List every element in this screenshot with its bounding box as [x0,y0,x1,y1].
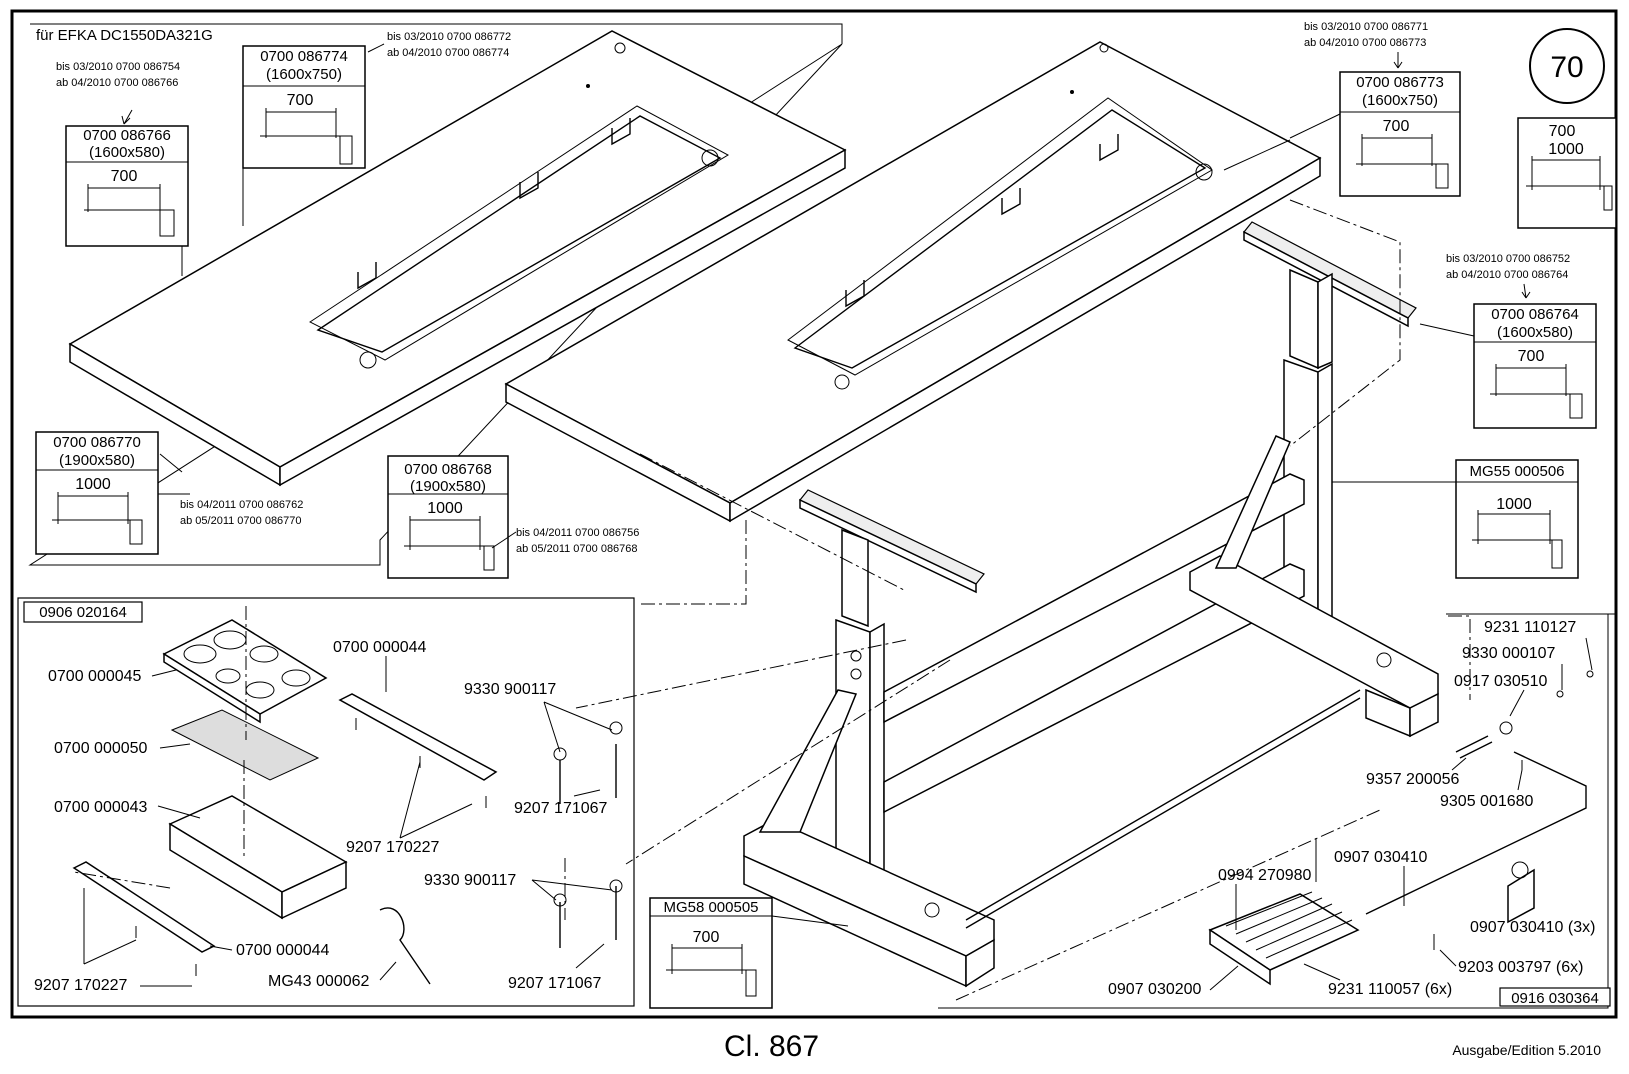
part-label-drawer-1: 0700 000045 [48,668,142,685]
part-box-tabletop-a[interactable]: 0700 086766 (1600x580) 700 [65,125,189,247]
part-box-tabletop-f[interactable]: 0700 086764 (1600x580) 700 [1473,303,1597,429]
group-title-efka: für EFKA DC1550DA321G [36,27,213,44]
table-frame-drawing [743,221,1439,988]
part-number: MG58 000505 [663,899,758,916]
dimension-label: 700 [1383,118,1410,135]
part-label-pedal-7: 0907 030410 [1334,849,1428,866]
part-label-pedal-8: 0907 030410 (3x) [1470,919,1595,936]
note-4-line-1: bis 04/2011 0700 086756 [516,527,639,539]
note-4-line-2: ab 05/2011 0700 086768 [516,543,638,555]
part-label-pedal-11: 9231 110057 (6x) [1328,981,1452,998]
part-label-pedal-3: 0917 030510 [1454,673,1548,690]
part-box-top-right-dims[interactable]: 700 1000 [1517,117,1617,229]
svg-text:0906 020164: 0906 020164 [39,604,127,621]
note-3-line-2: ab 05/2011 0700 086770 [180,515,302,527]
part-number: MG55 000506 [1469,463,1564,480]
pedal-group-label: 0916 030364 [1499,987,1611,1007]
note-6-line-1: bis 03/2010 0700 086752 [1446,253,1570,265]
note-5-line-2: ab 04/2010 0700 086773 [1304,37,1426,49]
note-1-line-2: ab 04/2010 0700 086766 [56,77,178,89]
page-footer: Cl. 867 Ausgabe/Edition 5.2010 [0,1028,1629,1074]
dimension-label: 700 [693,929,720,946]
svg-text:0916 030364: 0916 030364 [1511,990,1599,1007]
part-label-drawer-11: 9330 900117 [424,872,516,889]
note-3-line-1: bis 04/2011 0700 086762 [180,499,303,511]
part-number: 0700 086764 [1491,306,1579,323]
part-label-pedal-2: 9330 000107 [1462,645,1556,662]
part-box-tabletop-c[interactable]: 0700 086770 (1900x580) 1000 [35,431,159,555]
part-label-pedal-5: 9305 001680 [1440,793,1534,810]
part-number: 0700 086774 [260,48,348,65]
tabletop-center-drawing [504,41,1322,523]
group-border-drawer [17,597,635,1007]
part-label-drawer-10: 9207 171067 [514,800,608,817]
page-border [10,9,1618,1019]
page-number-circle [1529,28,1605,104]
part-number: 0700 086773 [1356,74,1444,91]
dimension-label-700: 700 [1549,123,1576,140]
part-size: (1900x580) [59,452,135,469]
part-box-tabletop-d[interactable]: 0700 086768 (1900x580) 1000 [387,455,509,579]
note-2-line-2: ab 04/2010 0700 086774 [387,47,509,59]
part-size: (1600x580) [89,144,165,161]
tabletop-left-drawing [68,30,847,487]
dimension-label: 1000 [1496,496,1532,513]
dimension-label: 1000 [75,476,111,493]
part-size: (1600x580) [1497,324,1573,341]
part-label-pedal-10: 0907 030200 [1108,981,1202,998]
part-size: (1900x580) [410,478,486,495]
part-label-drawer-9: 9330 900117 [464,681,556,698]
part-size: (1600x750) [1362,92,1438,109]
part-label-drawer-4: 0700 000044 [333,639,427,656]
part-label-drawer-3: 0700 000043 [54,799,148,816]
part-label-drawer-8: MG43 000062 [268,973,370,990]
part-label-pedal-4: 9357 200056 [1366,771,1460,788]
model-title: Cl. 867 [724,1030,820,1063]
dimension-label: 700 [287,92,314,109]
part-label-drawer-6: 9207 170227 [346,839,440,856]
part-label-pedal-9: 9203 003797 (6x) [1458,959,1583,976]
part-label-drawer-7: 9207 170227 [34,977,128,994]
pedal-parts-drawing [1208,670,1594,986]
note-2-line-1: bis 03/2010 0700 086772 [387,31,511,43]
part-box-tabletop-e[interactable]: 0700 086773 (1600x750) 700 [1339,71,1461,197]
dimension-label: 700 [1518,348,1545,365]
part-box-tabletop-b[interactable]: 0700 086774 (1600x750) 700 [242,45,366,169]
part-label-pedal-1: 9231 110127 [1484,619,1576,636]
part-box-frame-mg55[interactable]: MG55 000506 1000 [1455,459,1579,579]
edition-label: Ausgabe/Edition 5.2010 [1452,1042,1601,1058]
dimension-label-1000: 1000 [1548,141,1584,158]
part-box-frame-mg58[interactable]: MG58 000505 700 [649,897,773,1009]
part-label-drawer-12: 9207 171067 [508,975,602,992]
part-number: 0700 086770 [53,434,141,451]
note-6-line-2: ab 04/2010 0700 086764 [1446,269,1568,281]
part-number: 0700 086768 [404,461,492,478]
part-number: 0700 086766 [83,127,171,144]
page-number: 70 [1550,51,1583,84]
dimension-label: 1000 [427,500,463,517]
note-5-line-1: bis 03/2010 0700 086771 [1304,21,1428,33]
part-label-pedal-6: 0994 270980 [1218,867,1312,884]
drawer-group-label: 0906 020164 [23,601,143,623]
drawer-parts-drawing [72,606,623,985]
assembly-guide-lines [564,199,1471,1001]
part-label-drawer-5: 0700 000044 [236,942,330,959]
part-size: (1600x750) [266,66,342,83]
note-1-line-1: bis 03/2010 0700 086754 [56,61,180,73]
part-label-drawer-2: 0700 000050 [54,740,148,757]
group-border-pedal [938,613,1616,1009]
dimension-label: 700 [111,168,138,185]
